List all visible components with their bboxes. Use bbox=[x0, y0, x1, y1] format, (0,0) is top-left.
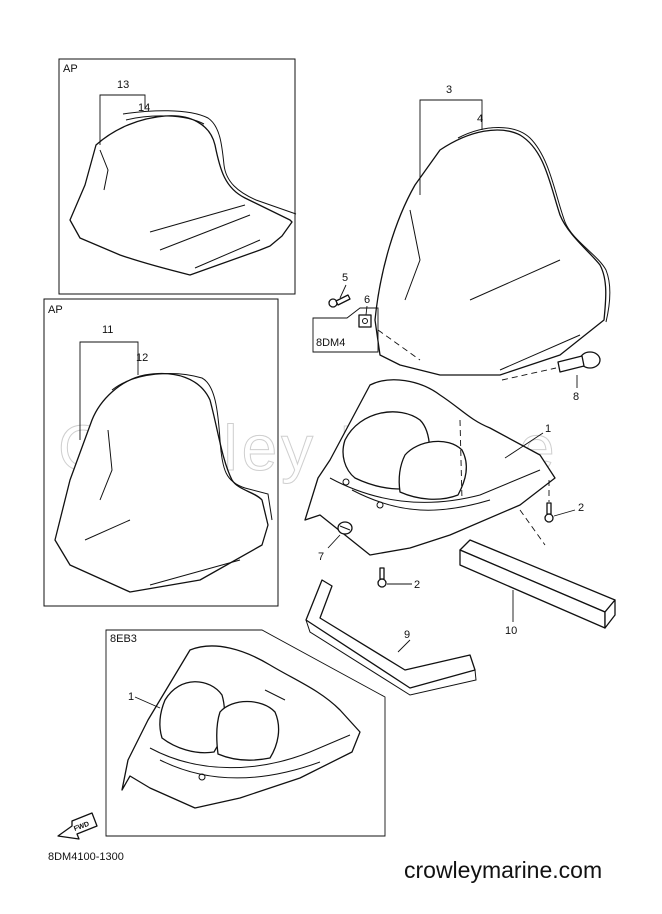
bolt-2-bottom bbox=[377, 567, 387, 588]
bottom-box-label: 8EB3 bbox=[110, 633, 137, 645]
nut-6 bbox=[358, 314, 372, 328]
callout-3: 3 bbox=[446, 84, 452, 96]
windshield-3 bbox=[374, 127, 611, 376]
callout-2a: 2 bbox=[578, 502, 584, 514]
callout-12: 12 bbox=[136, 352, 148, 364]
ap-top-box: AP 13 14 bbox=[58, 58, 297, 295]
callout-1-variant: 1 bbox=[128, 691, 134, 703]
bolt-box-label: 8DM4 bbox=[316, 337, 345, 349]
ap-mid-box: AP 11 12 bbox=[43, 298, 279, 607]
callout-9: 9 bbox=[404, 629, 410, 641]
windshield-11 bbox=[54, 372, 273, 593]
callout-5: 5 bbox=[342, 272, 348, 284]
bolt-box-8dm4: 8DM4 5 6 bbox=[312, 272, 421, 361]
grommet-7 bbox=[337, 521, 353, 535]
trim-9 bbox=[305, 579, 477, 696]
website-label: crowleymarine.com bbox=[404, 857, 602, 883]
ap-top-label: AP bbox=[63, 63, 78, 75]
fwd-arrow-icon: FWD bbox=[57, 812, 98, 840]
callout-7: 7 bbox=[318, 551, 324, 563]
bolt-2-right bbox=[544, 502, 554, 523]
foam-block-10 bbox=[459, 539, 616, 629]
clip-8 bbox=[501, 351, 601, 381]
callout-2b: 2 bbox=[414, 579, 420, 591]
callout-11: 11 bbox=[102, 324, 113, 336]
callout-1: 1 bbox=[545, 423, 551, 435]
drawing-code: 8DM4100-1300 bbox=[48, 851, 124, 863]
bolt-5 bbox=[328, 294, 351, 308]
callout-8: 8 bbox=[573, 391, 579, 403]
cowl-1 bbox=[304, 379, 556, 556]
callout-13: 13 bbox=[117, 79, 129, 91]
bottom-box-8eb3: 8EB3 1 FWD bbox=[57, 629, 386, 840]
callout-10: 10 bbox=[505, 625, 517, 637]
windshield-13 bbox=[69, 110, 297, 276]
ap-mid-label: AP bbox=[48, 304, 63, 316]
cowl-1-variant bbox=[121, 645, 361, 809]
callout-6: 6 bbox=[364, 294, 370, 306]
callout-14: 14 bbox=[138, 102, 150, 114]
callout-4: 4 bbox=[477, 113, 483, 125]
